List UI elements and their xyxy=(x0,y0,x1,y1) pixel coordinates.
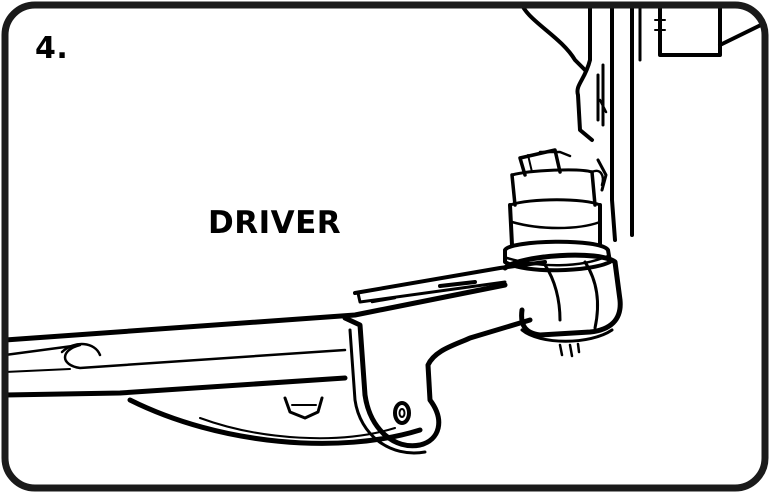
knuckle-body xyxy=(508,203,602,247)
driver-side-label: DRIVER xyxy=(208,205,342,241)
control-arm-flange xyxy=(5,368,71,373)
ball-joint-housing xyxy=(502,252,623,338)
tire-arc-inner xyxy=(199,417,396,440)
upper-mount xyxy=(518,5,587,72)
step-number: 4. xyxy=(35,31,69,66)
strut-tube-mid xyxy=(610,5,617,242)
control-arm-upper-edge xyxy=(5,282,508,343)
shock-bracket xyxy=(342,315,533,449)
knuckle-top xyxy=(510,170,597,207)
control-arm-lower-edge xyxy=(5,375,348,398)
arm-front-top xyxy=(356,280,507,304)
strut-tube-left xyxy=(575,5,594,142)
bracket-under xyxy=(283,396,324,420)
shock-bolt-hole xyxy=(393,401,411,425)
knuckle-base xyxy=(503,239,612,273)
control-arm-bump xyxy=(60,342,102,357)
control-arm-mid-line xyxy=(5,343,347,370)
